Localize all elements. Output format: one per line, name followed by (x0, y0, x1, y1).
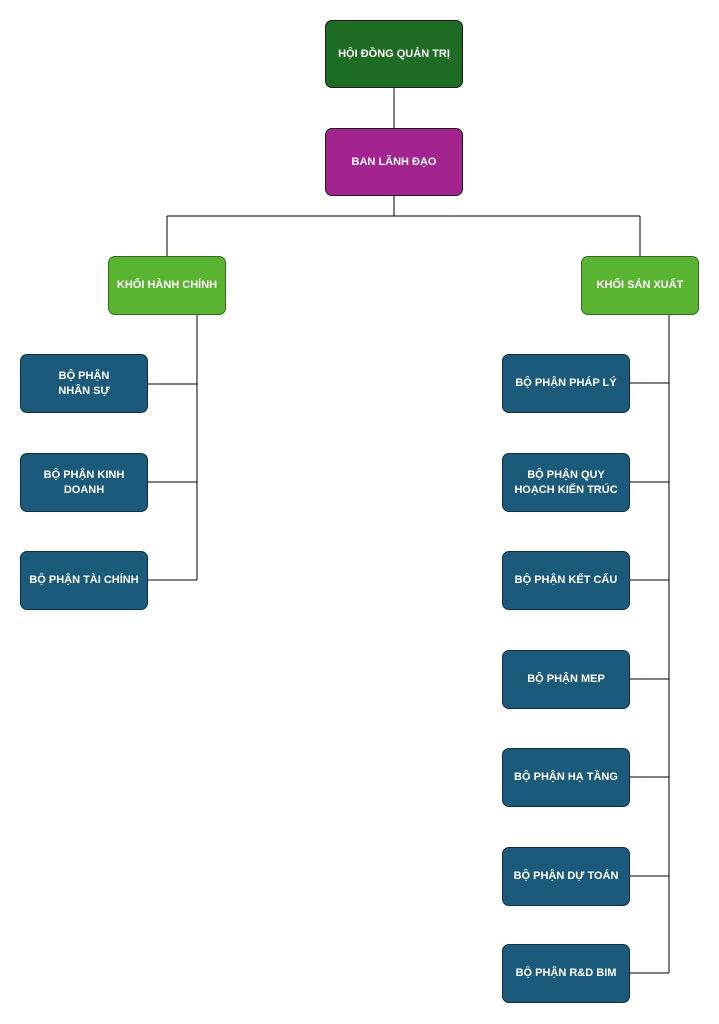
production-dept-node[interactable]: BỘ PHẬN PHÁP LÝ (502, 354, 630, 413)
admin-dept-label: BỘ PHẬN NHÂN SỰ (58, 369, 110, 397)
production-dept-node[interactable]: BỘ PHẬN QUY HOẠCH KIẾN TRÚC (502, 453, 630, 512)
production-dept-node[interactable]: BỘ PHẬN MEP (502, 650, 630, 709)
production-dept-label: BỘ PHẬN QUY HOẠCH KIẾN TRÚC (514, 468, 618, 496)
production-dept-node[interactable]: BỘ PHẬN HẠ TẦNG (502, 748, 630, 807)
production-dept-label: BỘ PHẬN PHÁP LÝ (515, 377, 617, 389)
production-division-label: KHỐI SẢN XUẤT (596, 279, 684, 291)
production-dept-label: BỘ PHẬN HẠ TẦNG (514, 771, 618, 783)
production-dept-label: BỘ PHẬN R&D BIM (515, 967, 617, 979)
leadership-node[interactable]: BAN LÃNH ĐẠO (325, 128, 463, 196)
board-of-directors-label: HỘI ĐỒNG QUẢN TRỊ (338, 47, 450, 60)
board-of-directors-node[interactable]: HỘI ĐỒNG QUẢN TRỊ (325, 20, 463, 88)
admin-dept-label: BỘ PHẬN TÀI CHÍNH (29, 574, 139, 586)
leadership-label: BAN LÃNH ĐẠO (351, 155, 437, 168)
production-dept-node[interactable]: BỘ PHẬN R&D BIM (502, 944, 630, 1003)
admin-dept-node[interactable]: BỘ PHẬN NHÂN SỰ (20, 354, 148, 413)
production-dept-label: BỘ PHẬN KẾT CẤU (514, 574, 618, 586)
production-dept-node[interactable]: BỘ PHẬN KẾT CẤU (502, 551, 630, 610)
admin-division-label: KHỐI HÀNH CHÍNH (116, 279, 218, 291)
production-dept-node[interactable]: BỘ PHẬN DỰ TOÁN (502, 847, 630, 906)
admin-dept-label: BỘ PHẬN KINH DOANH (43, 468, 125, 496)
production-division-node[interactable]: KHỐI SẢN XUẤT (581, 256, 699, 315)
production-dept-label: BỘ PHẬN DỰ TOÁN (513, 870, 619, 882)
production-dept-label: BỘ PHẬN MEP (527, 673, 605, 685)
admin-division-node[interactable]: KHỐI HÀNH CHÍNH (108, 256, 226, 315)
admin-dept-node[interactable]: BỘ PHẬN TÀI CHÍNH (20, 551, 148, 610)
admin-dept-node[interactable]: BỘ PHẬN KINH DOANH (20, 453, 148, 512)
